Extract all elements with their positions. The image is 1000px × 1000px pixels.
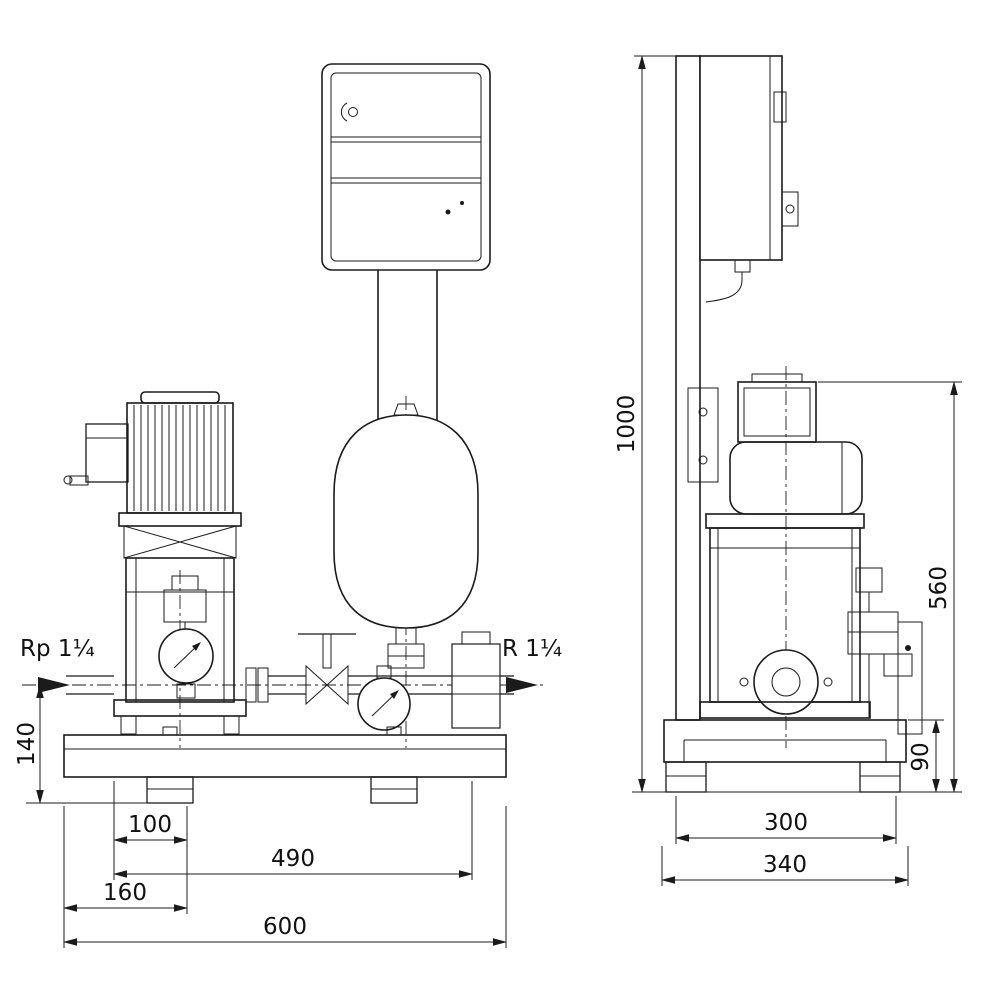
foot <box>146 776 194 804</box>
outlet-cap <box>461 631 491 645</box>
foot <box>370 776 418 804</box>
side-plate <box>897 621 923 735</box>
outlet-block <box>451 643 501 729</box>
column-bracket <box>687 387 719 483</box>
terminal-box-front <box>85 423 129 483</box>
ball-valve <box>298 633 356 706</box>
suction-port <box>753 649 819 715</box>
base-frame-front <box>63 726 507 804</box>
stage-casing <box>125 557 235 703</box>
conduit <box>705 272 743 303</box>
motor-flange-side <box>705 513 865 529</box>
control-box-side <box>699 55 799 303</box>
indicator-dot <box>445 209 451 215</box>
dim-1000-label: 1000 <box>614 395 640 454</box>
dim-100-label: 100 <box>128 812 172 838</box>
outlet-port-label: R 1¼ <box>502 636 562 662</box>
pump-base-flange <box>113 699 247 717</box>
side-view: 1000 560 90 300 340 <box>614 55 962 886</box>
motor-body <box>126 402 234 514</box>
dim-490-label: 490 <box>271 846 315 872</box>
box-bracket <box>781 191 799 227</box>
foot <box>859 761 901 793</box>
pump-base-flange-side <box>699 701 871 719</box>
pressure-reducing-valve <box>163 589 207 623</box>
motor-fins <box>133 405 226 511</box>
cable-gland <box>69 475 89 486</box>
front-view: Rp 1¼ R 1¼ 140 100 490 160 600 <box>14 63 562 948</box>
side-dimensions: 1000 560 90 300 340 <box>614 55 962 886</box>
indicator-dot <box>460 201 464 205</box>
flange <box>245 667 257 703</box>
base-frame-side <box>663 719 907 793</box>
dim-base-axis-label: 140 <box>14 722 40 766</box>
dim-600-label: 600 <box>263 914 307 940</box>
pipework-front <box>66 631 514 731</box>
front-dimensions: 140 100 490 160 600 <box>14 684 507 948</box>
dim-340-label: 340 <box>763 852 807 878</box>
flange <box>257 667 269 703</box>
outlet-flow-arrow <box>506 677 538 693</box>
motor-cap <box>140 391 220 404</box>
terminal-box-cap <box>751 373 803 383</box>
prv-cap <box>171 575 199 591</box>
foot <box>665 761 707 793</box>
dim-560-label: 560 <box>926 566 952 610</box>
pressure-switch-cluster <box>847 567 923 735</box>
dim-160-label: 160 <box>103 880 147 906</box>
stand-column-front <box>377 270 438 445</box>
control-box <box>321 63 491 271</box>
dim-90-label: 90 <box>908 742 934 771</box>
diaphragm-tank <box>333 403 479 669</box>
inlet-flow-arrow <box>38 677 70 693</box>
pump-front <box>63 391 247 735</box>
terminal-box-side <box>737 381 817 443</box>
dim-300-label: 300 <box>764 810 808 836</box>
motor-flange <box>118 512 242 527</box>
conduit-gland <box>734 259 751 273</box>
brand-logo-icon <box>340 102 358 122</box>
inlet-port-label: Rp 1¼ <box>20 636 95 662</box>
pump-side <box>699 373 923 735</box>
